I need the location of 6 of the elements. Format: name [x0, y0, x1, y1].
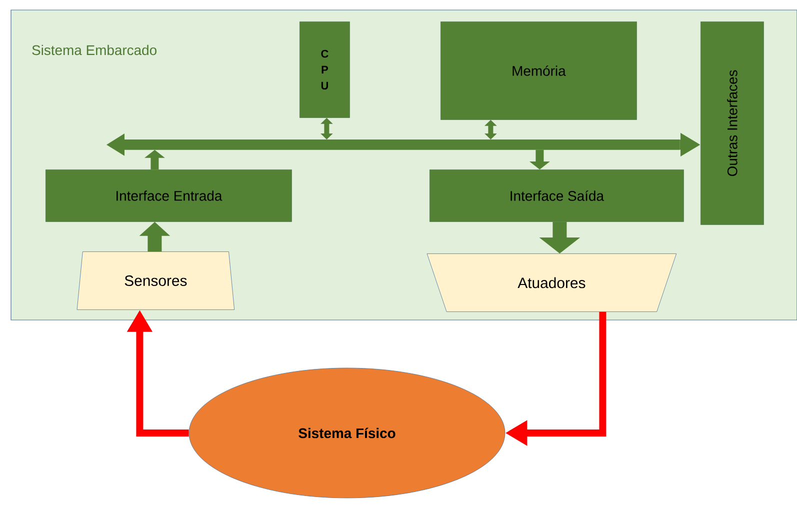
cpu-box: CPU	[300, 22, 350, 118]
interface-box: Interface Saída	[430, 170, 684, 222]
sensor-trapezoid: Sensores	[76, 252, 235, 310]
interface-box: Outras Interfaces	[700, 22, 764, 225]
memory-box: Memória	[440, 22, 637, 120]
actuator-trapezoid: Atuadores	[426, 254, 677, 312]
